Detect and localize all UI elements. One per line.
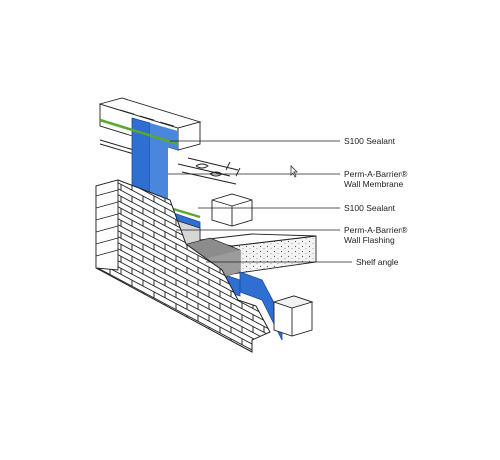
wall-membrane-lower — [239, 271, 283, 341]
label-wall-membrane-line1: Perm-A-Barrier® — [344, 169, 408, 179]
label-wall-flashing-line2: Wall Flashing — [344, 235, 395, 245]
brick-veneer — [95, 179, 271, 353]
label-wall-membrane-line2: Wall Membrane — [344, 179, 404, 189]
s100-sealant-top-bead — [99, 118, 179, 146]
label-s100-sealant-top: S100 Sealant — [344, 136, 396, 146]
masonry-ties — [177, 157, 241, 185]
concrete-slab — [199, 233, 317, 275]
leader-lines — [168, 140, 352, 263]
masonry-tie-rail — [99, 139, 135, 155]
label-s100-sealant-mid: S100 Sealant — [344, 203, 396, 213]
label-shelf-angle: Shelf angle — [356, 257, 399, 267]
mouse-pointer-icon — [290, 165, 298, 178]
cmu-block-bottom — [272, 295, 314, 337]
cmu-block-middle — [211, 193, 253, 227]
label-wall-flashing-line1: Perm-A-Barrier® — [344, 225, 408, 235]
